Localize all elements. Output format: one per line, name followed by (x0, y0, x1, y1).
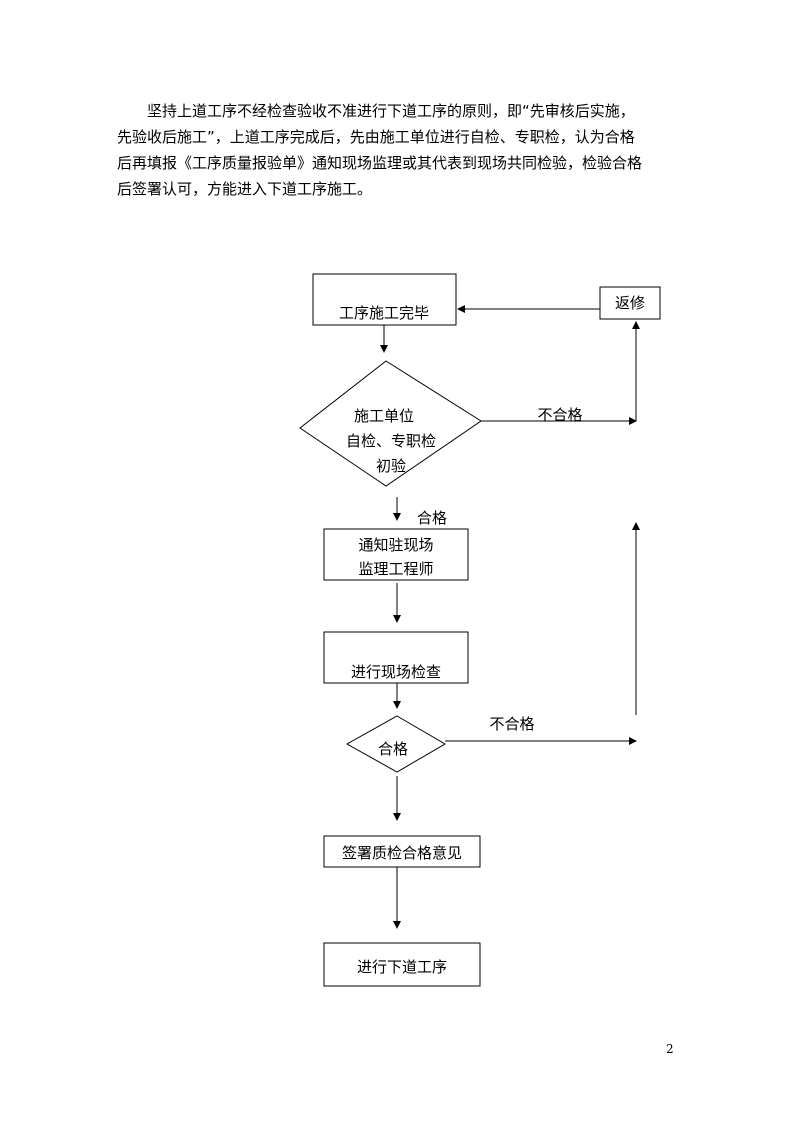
page-number: 2 (666, 1042, 674, 1056)
inspect-box: 进行现场检查 (323, 631, 469, 684)
next-box-label: 进行下道工序 (357, 958, 447, 976)
decision1-line-2: 自检、专职检 (346, 432, 436, 450)
decision1-line-3: 初验 (376, 457, 406, 475)
inspect-box-label: 进行现场检查 (351, 663, 441, 681)
paragraph-line-1: 坚持上道工序不经检查验收不准进行下道工序的原则，即“先审核后实施， (147, 102, 635, 120)
decision2-label: 合格 (378, 740, 408, 758)
sign-box: 签署质检合格意见 (323, 835, 481, 868)
next-box: 进行下道工序 (323, 942, 481, 987)
decision1-line-1: 施工单位 (354, 407, 414, 425)
intro-paragraph: 坚持上道工序不经检查验收不准进行下道工序的原则，即“先审核后实施， 先验收后施工… (117, 98, 677, 202)
pass-label-1: 合格 (417, 509, 447, 527)
repair-box: 返修 (599, 286, 661, 320)
repair-box-label: 返修 (615, 294, 645, 312)
paragraph-line-4: 后签署认可，方能进入下道工序施工。 (117, 180, 373, 198)
fail-label-2: 不合格 (489, 715, 534, 733)
decision2-diamond: 合格 (345, 715, 446, 773)
decision1-diamond: 施工单位 自检、专职检 初验 (299, 360, 482, 487)
start-box: 工序施工完毕 (312, 273, 457, 326)
paragraph-line-2: 先验收后施工”，上道工序完成后，先由施工单位进行自检、专职检，认为合格 (117, 128, 635, 146)
notify-line-2: 监理工程师 (358, 560, 433, 578)
paragraph-line-3: 后再填报《工序质量报验单》通知现场监理或其代表到现场共同检验，检验合格 (117, 154, 643, 172)
fail-label-1: 不合格 (537, 406, 582, 424)
notify-line-1: 通知驻现场 (358, 536, 433, 554)
notify-box: 通知驻现场 监理工程师 (323, 528, 469, 581)
start-box-label: 工序施工完毕 (339, 304, 429, 322)
sign-box-label: 签署质检合格意见 (342, 844, 462, 862)
